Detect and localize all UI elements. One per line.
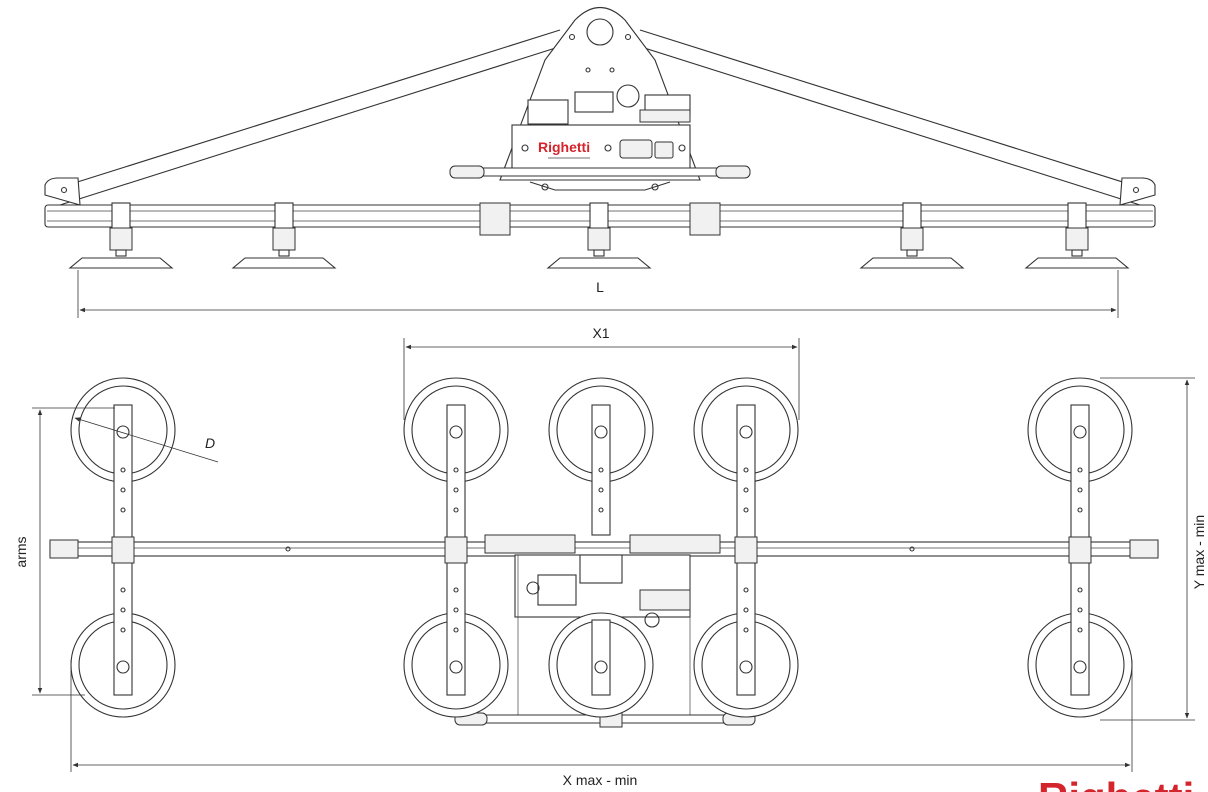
- suction-arm: [1027, 377, 1133, 718]
- side-suction-pad: [546, 202, 652, 269]
- brand-plate: Righetti: [538, 139, 590, 155]
- brand-logo: Righetti: [1038, 774, 1194, 792]
- side-suction-pad: [1024, 202, 1130, 269]
- svg-text:Righetti: Righetti: [1038, 774, 1194, 792]
- side-view: Righetti: [44, 6, 1156, 318]
- suction-arm: [403, 377, 509, 718]
- dimension-label-y-range: Y max - min: [1191, 515, 1207, 589]
- dimension-label-arms: arms: [13, 536, 29, 567]
- lifting-eye-icon: [586, 18, 614, 46]
- side-suction-pad: [68, 202, 174, 269]
- side-suction-pad: [859, 202, 965, 269]
- vacuum-gauge-icon: [616, 84, 640, 108]
- dimension-label-d: D: [205, 435, 215, 451]
- top-view: X1 D arms Y max - min X max - min: [13, 325, 1207, 788]
- suction-arm: [693, 377, 799, 718]
- dimension-label-x-range: X max - min: [563, 772, 638, 788]
- dimension-label-x1: X1: [592, 325, 609, 341]
- top-main-beam: [49, 541, 1159, 557]
- side-suction-pad: [231, 202, 337, 269]
- dimension-label-l: L: [596, 279, 604, 295]
- side-handle-bar: [449, 167, 751, 177]
- dimension-line-d: [74, 417, 219, 463]
- suction-arm: [70, 377, 176, 718]
- suction-arm: [548, 377, 654, 718]
